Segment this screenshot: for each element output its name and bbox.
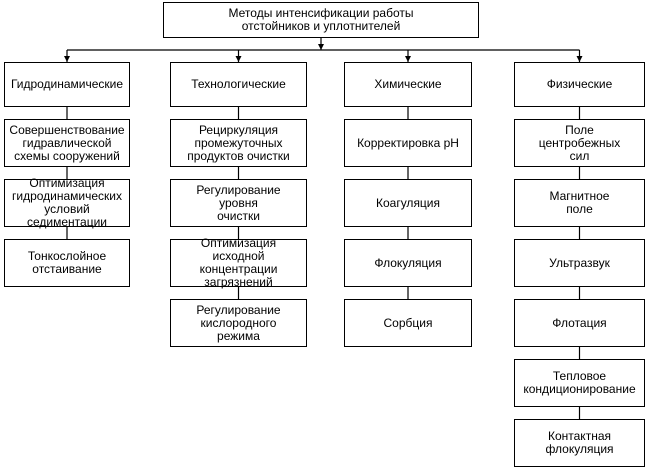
method-node-3-5: Контактная флокуляция [514, 419, 645, 467]
method-node-1-3: Регулирование кислородного режима [170, 299, 307, 347]
category-node-0: Гидродинамические [4, 62, 130, 107]
category-0-arrow [64, 56, 70, 62]
method-node-0-1: Оптимизация гидродинамических условий се… [4, 177, 130, 229]
method-node-1-0: Рециркуляция промежуточных продуктов очи… [170, 119, 307, 167]
method-node-3-0: Поле центробежных сил [514, 119, 645, 167]
root-stem-arrow [318, 44, 324, 50]
category-node-2: Химические [344, 62, 472, 107]
root-node: Методы интенсификации работы отстойников… [163, 2, 479, 38]
category-2-arrow [405, 56, 411, 62]
method-node-0-2: Тонкослойное отстаивание [4, 239, 130, 287]
method-node-1-2: Оптимизация исходной концентрации загряз… [170, 237, 307, 289]
category-3-arrow [576, 56, 583, 62]
category-node-3: Физические [514, 62, 645, 107]
method-node-3-1: Магнитное поле [514, 179, 645, 227]
method-node-3-2: Ультразвук [514, 239, 645, 287]
category-node-1: Технологические [170, 62, 307, 107]
method-node-2-1: Коагуляция [344, 179, 472, 227]
method-node-3-3: Флотация [514, 299, 645, 347]
method-node-2-2: Флокуляция [344, 239, 472, 287]
method-node-2-0: Корректировка pH [344, 119, 472, 167]
method-node-2-3: Сорбция [344, 299, 472, 347]
method-node-1-1: Регулирование уровня очистки [170, 179, 307, 227]
method-node-0-0: Совершенствование гидравлической схемы с… [4, 119, 130, 167]
category-1-arrow [235, 56, 242, 62]
method-node-3-4: Тепловое кондиционирование [514, 359, 645, 407]
